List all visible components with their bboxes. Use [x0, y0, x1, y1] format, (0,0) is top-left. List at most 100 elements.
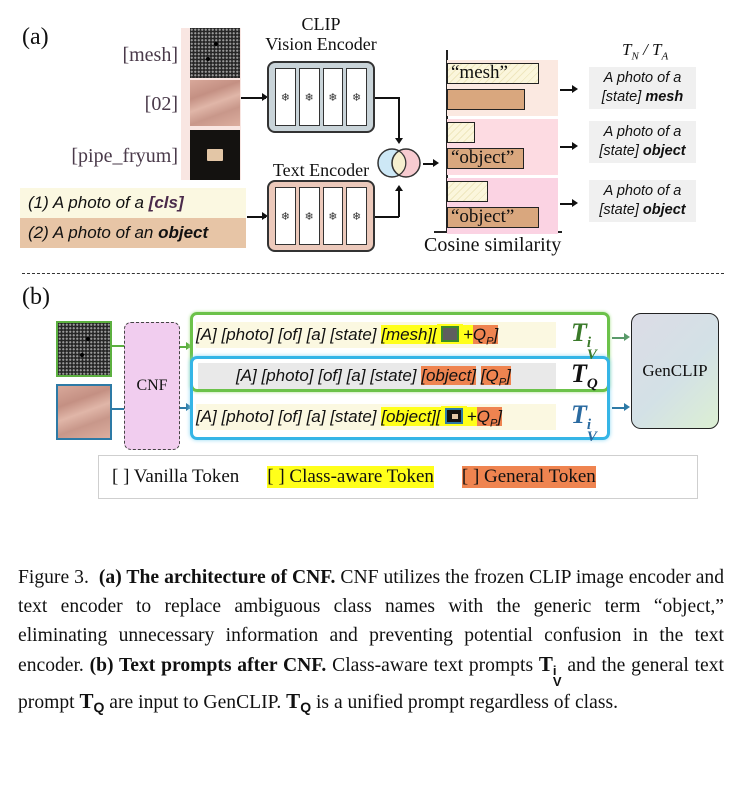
skin-input-image [56, 384, 112, 440]
bracket: ] [493, 325, 499, 344]
figure-caption: Figure 3. (a) The architecture of CNF. C… [18, 563, 724, 722]
text-encoder-block: ❄ ❄ ❄ ❄ [267, 180, 375, 252]
frozen-snowflake-icon: ❄ [346, 68, 367, 126]
output-prompt-object: A photo of a [state] object [589, 180, 696, 222]
output-class: mesh [645, 89, 684, 105]
output-prompt-object: A photo of a [state] object [589, 121, 696, 163]
tag-sub: V [586, 429, 597, 445]
cnf-to-row3 [180, 407, 190, 409]
caption-b-text: are input to GenCLIP. [104, 692, 287, 713]
vision-encoder-title: CLIP Vision Encoder [262, 14, 380, 54]
tag-sup: i [586, 417, 592, 433]
prompt-cls: (1) A photo of a [cls] [20, 188, 246, 218]
chart-x-label: Cosine similarity [424, 234, 562, 256]
frozen-snowflake-icon: ❄ [275, 68, 296, 126]
arrowhead [572, 142, 578, 150]
legend-general: [ ] General Token [461, 466, 596, 488]
panel-divider [22, 273, 724, 274]
plus: + [466, 407, 477, 426]
venn-to-chart-line [423, 163, 435, 165]
prompt-cls-text: (1) A photo of a [28, 193, 149, 212]
output-prompt-mesh: A photo of a [state] mesh [589, 67, 696, 109]
similarity-bar-class-name: “mesh” [447, 63, 539, 84]
pipe-fryum-thumbnail [190, 130, 240, 180]
output-state: [state] [599, 202, 643, 218]
output-line1: A photo of a [603, 183, 682, 199]
cnf-module: CNF [124, 322, 180, 450]
general-token: [object] [421, 366, 477, 385]
general-prompt: [A] [photo] [of] [a] [state] [object] [Q… [198, 363, 556, 389]
text-encoder-title: Text Encoder [272, 160, 370, 180]
caption-figure-number: Figure 3. [18, 567, 89, 588]
arrowhead [433, 159, 439, 167]
output-state: [state] [601, 89, 646, 105]
frozen-snowflake-icon: ❄ [322, 68, 344, 126]
arrowhead [624, 333, 630, 341]
bracket: [ [480, 366, 486, 385]
math-sub: V [552, 674, 562, 689]
vision-output-line-down [398, 97, 400, 140]
mesh-thumbnail [190, 28, 240, 78]
arrowhead [395, 138, 403, 144]
arrowhead [572, 199, 578, 207]
output-arrow [560, 89, 574, 91]
panel-a-label: (a) [22, 24, 49, 50]
token-legend: [ ] Vanilla Token [ ] Class-aware Token … [98, 455, 698, 499]
class-label-02: [02] [144, 93, 178, 115]
similarity-bar-object [447, 89, 525, 110]
math-T: T [538, 652, 553, 676]
class-aware-prompt-object: [A] [photo] [of] [a] [state] [object][+Q… [196, 404, 556, 430]
skin-thumbnail [190, 80, 240, 126]
pipe-visual-token-icon [444, 408, 463, 424]
bracket: ] [497, 407, 503, 426]
math-sup: i [552, 663, 557, 678]
arrow-image-to-vision [241, 97, 266, 99]
math-T: T [286, 689, 301, 713]
output-header: TN / TA [622, 40, 669, 63]
green-frame [190, 312, 610, 392]
output-arrow [560, 203, 574, 205]
chart-y-axis [446, 50, 448, 232]
mesh-visual-token-icon [440, 326, 459, 342]
qp-symbol: Q [476, 407, 490, 426]
arrowhead [395, 185, 403, 191]
bracket: ] [506, 366, 511, 385]
caption-a-heading: (a) The architecture of CNF. [98, 567, 336, 588]
vision-output-line [375, 97, 399, 99]
tag-T: T [571, 400, 587, 429]
qp-subscript: P [486, 335, 494, 348]
qp-symbol: Q [472, 325, 487, 344]
vanilla-tokens: [A] [photo] [of] [a] [state] [196, 325, 382, 344]
prompt-cls-token: [cls] [148, 193, 184, 212]
blue-frame [190, 356, 610, 440]
row1-to-genclip [612, 337, 626, 339]
qp-token: QP] [476, 407, 503, 430]
vanilla-tokens: [A] [photo] [of] [a] [state] [196, 407, 382, 426]
qp-symbol: Q [485, 366, 499, 385]
text-output-line-up [398, 188, 400, 217]
arrowhead [624, 403, 630, 411]
math-T: T [79, 689, 94, 713]
caption-b-text: Class-aware text prompts [326, 655, 539, 676]
row3-to-genclip [612, 407, 626, 409]
math-tq: TQ [79, 689, 105, 715]
arrowhead [262, 93, 268, 101]
similarity-bar-object: “object” [447, 207, 539, 228]
output-line1: A photo of a [603, 70, 682, 86]
caption-b-text: and the general text prompt [18, 655, 724, 713]
prompt-object-token: object [158, 223, 209, 242]
frozen-snowflake-icon: ❄ [346, 187, 367, 245]
cnf-to-row1 [180, 346, 190, 348]
caption-a-text: CNF utilizes the frozen CLIP image encod… [18, 567, 725, 676]
tag-T: T [571, 318, 587, 347]
mesh-input-image [56, 321, 112, 377]
plus: + [462, 325, 473, 344]
vision-encoder-title-line2: Vision Encoder [265, 34, 377, 54]
cosine-similarity-chart: “mesh”“object”“object” [434, 50, 562, 234]
tag-sub: V [586, 347, 597, 363]
similarity-bar-class-name [447, 122, 475, 143]
qp-subscript: P [489, 417, 498, 430]
legend-class-aware: [ ] Class-aware Token [267, 466, 434, 488]
